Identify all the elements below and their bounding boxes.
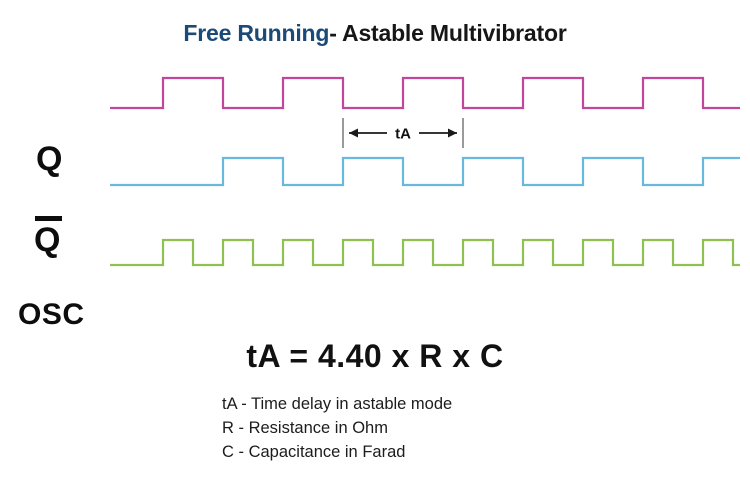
waveform-label-qbar: Q [34, 216, 62, 257]
ta-measurement-annotation: tA [342, 118, 464, 148]
page-title-accent: Free Running [183, 20, 330, 46]
waveform-label-osc: OSC [18, 298, 85, 331]
waveform-canvas: tA [110, 76, 740, 267]
ta-arrowhead-right-icon [448, 128, 457, 138]
page-title: Free Running- Astable Multivibrator [0, 20, 750, 47]
page-title-rest: - Astable Multivibrator [329, 20, 567, 46]
formula-text: tA = 4.40 x R x C [246, 338, 504, 374]
legend-item: tA - Time delay in astable mode [222, 395, 453, 413]
legend-item: R - Resistance in Ohm [222, 419, 388, 437]
waveform-label-qbar-text: Q [34, 221, 61, 259]
waveform-trace-qbar [110, 156, 740, 187]
ta-annotation-label: tA [395, 126, 411, 143]
overbar-icon [35, 216, 62, 221]
legend-list: tA - Time delay in astable mode R - Resi… [222, 392, 642, 464]
waveform-trace-q [110, 76, 740, 110]
waveform-label-q: Q [36, 140, 63, 178]
waveform-path-osc [110, 238, 740, 267]
waveform-diagram: Q Q OSC tA [0, 60, 750, 330]
ta-arrowhead-left-icon [349, 128, 358, 138]
waveform-trace-osc [110, 238, 740, 267]
waveform-path-qbar [110, 156, 740, 187]
waveform-path-q [110, 76, 740, 110]
legend-item: C - Capacitance in Farad [222, 443, 406, 461]
